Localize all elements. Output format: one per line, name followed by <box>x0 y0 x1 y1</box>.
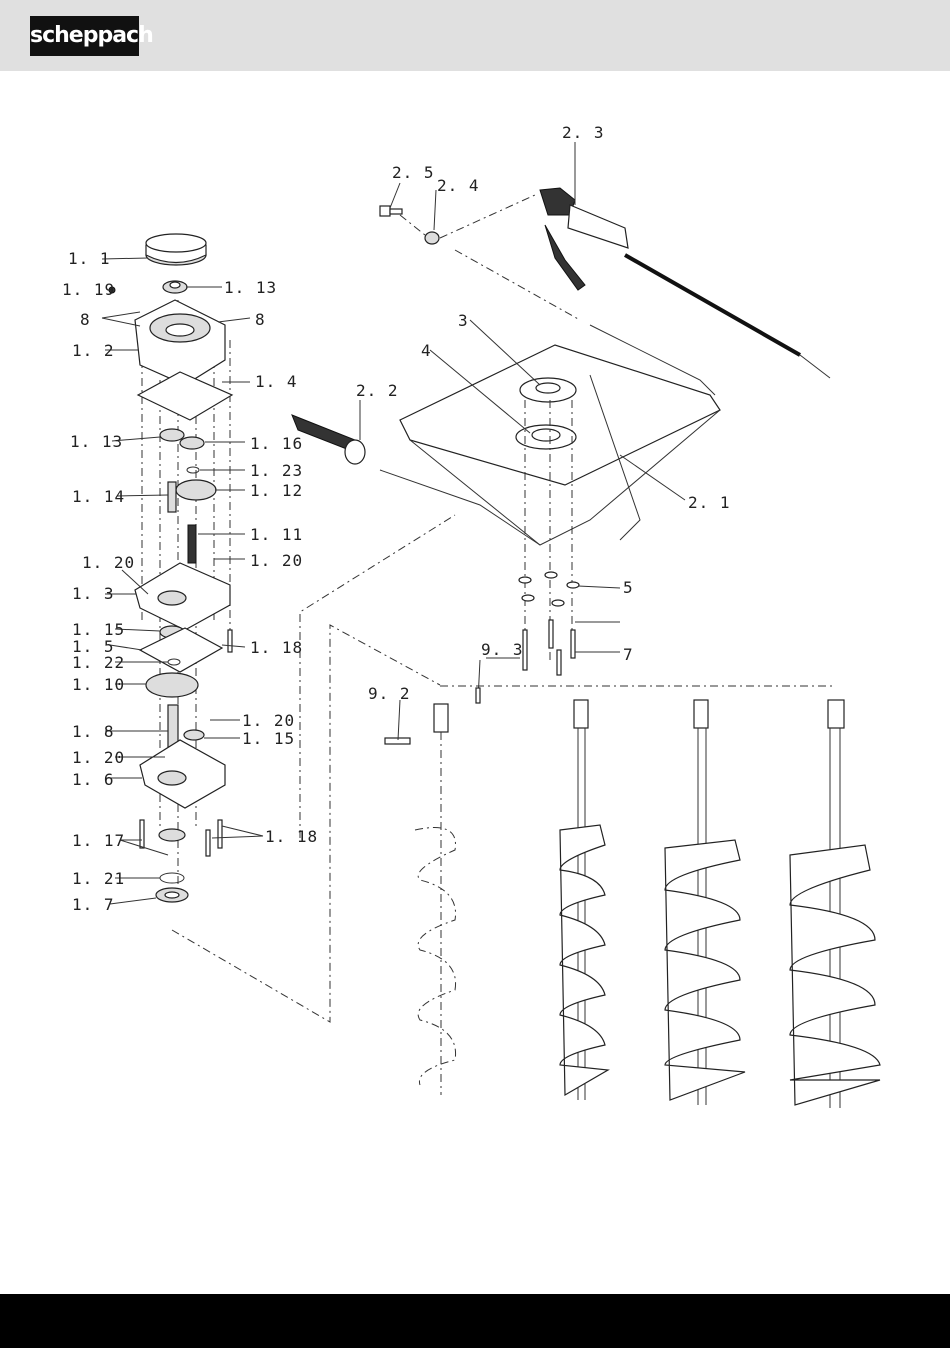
label-1-8: 1. 8 <box>72 722 115 741</box>
label-2-3: 2. 3 <box>562 123 605 142</box>
label-1-11: 1. 11 <box>250 525 303 544</box>
label-1-23: 1. 23 <box>250 461 303 480</box>
label-1-7: 1. 7 <box>72 895 115 914</box>
label-1-18: 1. 18 <box>265 827 318 846</box>
label-1-16: 1. 16 <box>250 434 303 453</box>
label-1-15: 1. 15 <box>242 729 295 748</box>
label-1-20: 1. 20 <box>82 553 135 572</box>
label-1-6: 1. 6 <box>72 770 115 789</box>
label-9-3: 9. 3 <box>481 640 524 659</box>
label-1-14: 1. 14 <box>72 487 125 506</box>
label-7: 7 <box>623 645 634 664</box>
label-1-1: 1. 1 <box>68 249 111 268</box>
label-1-21: 1. 21 <box>72 869 125 888</box>
label-2-4: 2. 4 <box>437 176 480 195</box>
label-1-20: 1. 20 <box>242 711 295 730</box>
label-1-20: 1. 20 <box>250 551 303 570</box>
label-1-12: 1. 12 <box>250 481 303 500</box>
label-1-4: 1. 4 <box>255 372 298 391</box>
label-2-2: 2. 2 <box>356 381 399 400</box>
frame-assembly <box>292 320 720 675</box>
label-4: 4 <box>421 341 432 360</box>
label-5: 5 <box>623 578 634 597</box>
label-1-2: 1. 2 <box>72 341 115 360</box>
auger-bits <box>385 660 880 1108</box>
label-9-2: 9. 2 <box>368 684 411 703</box>
label-1-13: 1. 13 <box>70 432 123 451</box>
gearbox-assembly <box>102 234 455 1022</box>
label-8: 8 <box>80 310 91 329</box>
label-1-19: 1. 19 <box>62 280 115 299</box>
label-2-5: 2. 5 <box>392 163 435 182</box>
label-1-18: 1. 18 <box>250 638 303 657</box>
label-1-22: 1. 22 <box>72 653 125 672</box>
label-1-17: 1. 17 <box>72 831 125 850</box>
label-1-10: 1. 10 <box>72 675 125 694</box>
label-8: 8 <box>255 310 266 329</box>
label-3: 3 <box>458 311 469 330</box>
label-2-1: 2. 1 <box>688 493 731 512</box>
footer-bar <box>0 1294 950 1348</box>
label-1-20: 1. 20 <box>72 748 125 767</box>
label-1-3: 1. 3 <box>72 584 115 603</box>
label-1-13: 1. 13 <box>224 278 277 297</box>
